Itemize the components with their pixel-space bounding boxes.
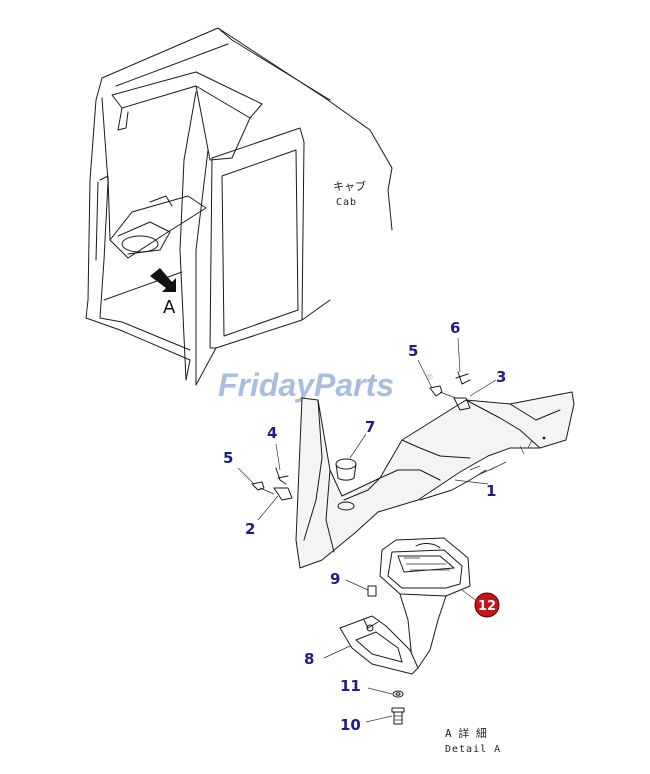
callout-1: 1 bbox=[486, 482, 496, 500]
detail-a-label: A 詳 細 Detail A bbox=[445, 726, 501, 755]
callout-6: 6 bbox=[450, 319, 460, 337]
callouts: 1 2 3 4 5 5 6 7 8 9 10 11 12 bbox=[223, 319, 506, 734]
cab-drawing: A キャブ Cab bbox=[85, 27, 393, 386]
view-arrow-label: A bbox=[163, 297, 176, 318]
watermark-text: FridayParts bbox=[218, 367, 394, 403]
cab-label-en: Cab bbox=[336, 197, 357, 208]
callout-10: 10 bbox=[340, 716, 361, 734]
callout-12-highlight: 12 bbox=[474, 592, 500, 618]
callout-5-right: 5 bbox=[408, 342, 418, 360]
watermark-logo: FridayParts ® bbox=[218, 367, 433, 403]
callout-2: 2 bbox=[245, 520, 255, 538]
callout-11: 11 bbox=[340, 677, 361, 695]
callout-5-left: 5 bbox=[223, 449, 233, 467]
leader-lines bbox=[237, 337, 497, 723]
callout-4: 4 bbox=[267, 424, 277, 442]
detail-label-jp: A 詳 細 bbox=[445, 726, 487, 740]
callout-3: 3 bbox=[496, 368, 506, 386]
view-arrow-icon bbox=[150, 268, 176, 292]
callout-8: 8 bbox=[304, 650, 314, 668]
callout-9: 9 bbox=[330, 570, 340, 588]
detail-a-drawing bbox=[251, 371, 575, 725]
callout-7: 7 bbox=[365, 418, 375, 436]
cab-label-jp: キャブ bbox=[333, 179, 366, 193]
detail-label-en: Detail A bbox=[445, 744, 501, 755]
watermark-mark: ® bbox=[426, 372, 433, 382]
callout-12: 12 bbox=[478, 599, 496, 614]
